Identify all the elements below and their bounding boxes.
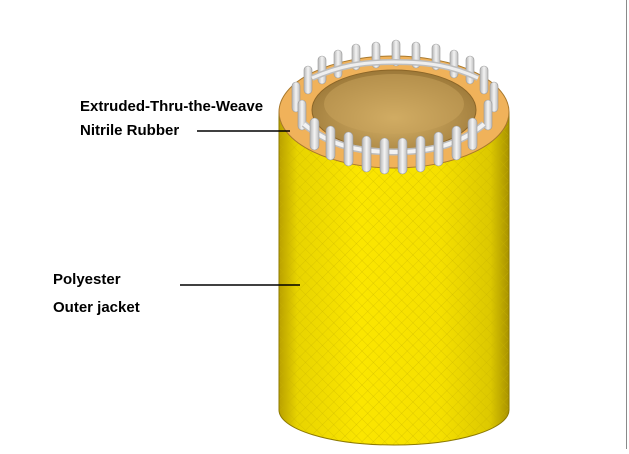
- weave-fibers-back: [303, 39, 489, 95]
- outer-jacket: [278, 112, 510, 446]
- weave-fibers-front: [301, 117, 487, 175]
- rubber-label-line2: Nitrile Rubber: [80, 122, 180, 139]
- jacket-label-line2: Outer jacket: [53, 299, 140, 316]
- jacket-label-line1: Polyester: [53, 271, 121, 288]
- frame-border: [626, 0, 627, 449]
- weave-fibers-side: [291, 81, 499, 131]
- rubber-label-line1: Extruded-Thru-the-Weave: [80, 98, 264, 115]
